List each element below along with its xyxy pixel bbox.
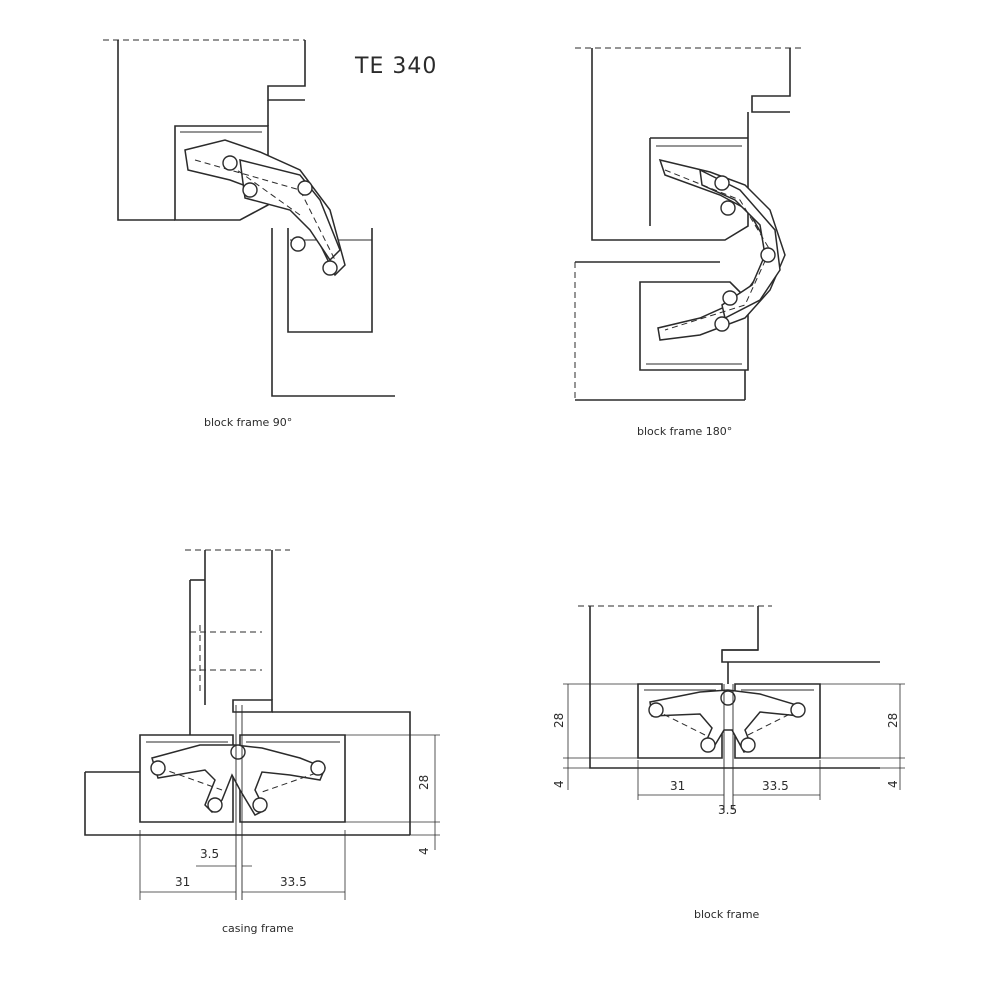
caption-block-frame-90: block frame 90° <box>204 416 292 429</box>
view-block-frame-180: block frame 180° <box>574 47 805 438</box>
dim-height-left: 28 <box>552 713 566 728</box>
dim-offset-left: 4 <box>552 780 566 788</box>
view-casing-frame: 3.5 31 33.5 28 4 casing frame <box>84 549 440 935</box>
view-block-frame: 31 33.5 3.5 28 4 28 4 block frame <box>552 605 905 921</box>
dim-width-right: 33.5 <box>762 779 789 793</box>
caption-block-frame-180: block frame 180° <box>637 425 732 438</box>
dim-height-right: 28 <box>886 713 900 728</box>
drawing-title: TE 340 <box>354 54 437 79</box>
caption-casing-frame: casing frame <box>222 922 294 935</box>
view-block-frame-90: block frame 90° <box>103 39 395 429</box>
dim-width-right: 33.5 <box>280 875 307 889</box>
dim-gap: 3.5 <box>200 847 219 861</box>
dim-height: 28 <box>417 775 431 790</box>
dim-offset-right: 4 <box>886 780 900 788</box>
dim-width-left: 31 <box>670 779 685 793</box>
caption-block-frame: block frame <box>694 908 760 921</box>
dim-gap: 3.5 <box>718 803 737 817</box>
dim-offset: 4 <box>417 847 431 855</box>
dim-width-left: 31 <box>175 875 190 889</box>
